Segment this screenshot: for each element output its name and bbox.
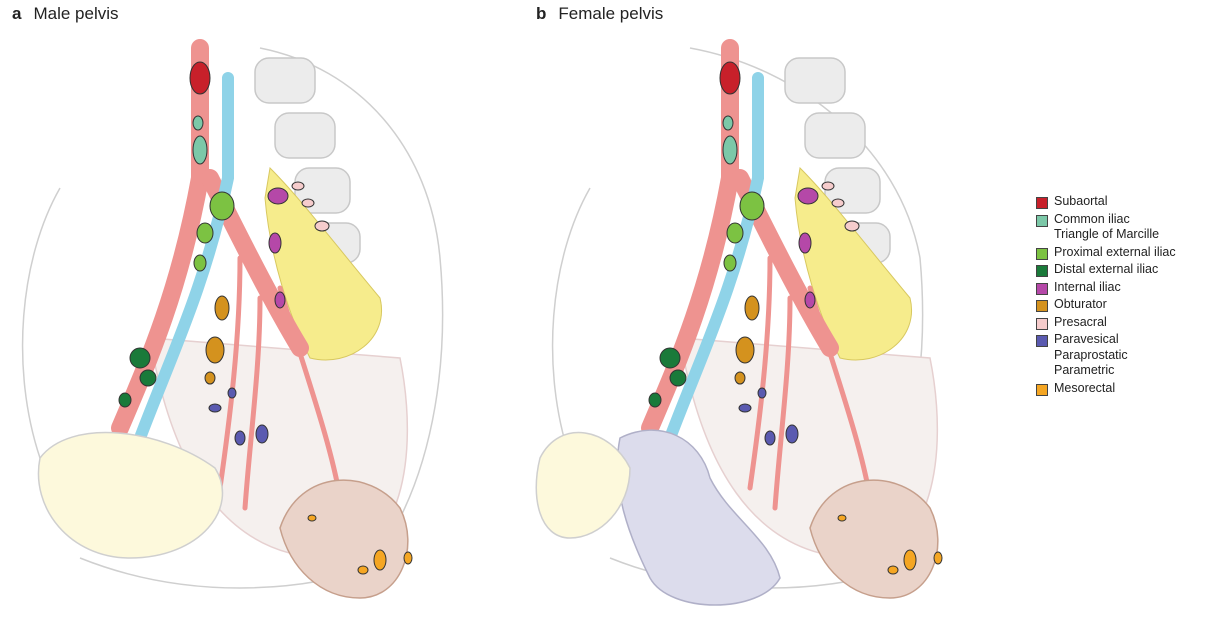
- legend-swatch: [1036, 215, 1048, 227]
- legend-label: Internal iliac: [1054, 280, 1121, 296]
- panel-b-letter: b: [536, 4, 546, 23]
- legend-item-proximal-external-iliac: Proximal external iliac: [1036, 245, 1219, 261]
- legend-item-distal-external-iliac: Distal external iliac: [1036, 262, 1219, 278]
- legend-line: Paraprostatic: [1054, 348, 1128, 364]
- panel-b-heading: b Female pelvis: [536, 4, 663, 24]
- bladder: [536, 433, 630, 538]
- legend-line: Internal iliac: [1054, 280, 1121, 296]
- panel-a-heading: a Male pelvis: [12, 4, 119, 24]
- legend-swatch: [1036, 335, 1048, 347]
- legend-swatch: [1036, 197, 1048, 209]
- legend-swatch: [1036, 318, 1048, 330]
- legend-label: Proximal external iliac: [1054, 245, 1176, 261]
- legend-line: Triangle of Marcille: [1054, 227, 1159, 243]
- legend-line: Paravesical: [1054, 332, 1128, 348]
- panel-a-title: Male pelvis: [33, 4, 118, 23]
- legend-swatch: [1036, 384, 1048, 396]
- panel-a-letter: a: [12, 4, 21, 23]
- legend-label: Distal external iliac: [1054, 262, 1158, 278]
- legend-label: Presacral: [1054, 315, 1107, 331]
- legend-swatch: [1036, 283, 1048, 295]
- male-pelvis-illustration: [0, 38, 460, 614]
- legend-line: Obturator: [1054, 297, 1107, 313]
- panel-b-title: Female pelvis: [558, 4, 663, 23]
- female-pelvis-illustration: [530, 38, 990, 614]
- legend-label: Obturator: [1054, 297, 1107, 313]
- legend-swatch: [1036, 265, 1048, 277]
- legend-line: Proximal external iliac: [1054, 245, 1176, 261]
- legend-label: Mesorectal: [1054, 381, 1115, 397]
- legend-item-presacral: Presacral: [1036, 315, 1219, 331]
- legend-item-obturator: Obturator: [1036, 297, 1219, 313]
- legend-line: Common iliac: [1054, 212, 1159, 228]
- legend-line: Parametric: [1054, 363, 1128, 379]
- legend-line: Distal external iliac: [1054, 262, 1158, 278]
- legend-item-mesorectal: Mesorectal: [1036, 381, 1219, 397]
- legend-swatch: [1036, 248, 1048, 260]
- legend-line: Presacral: [1054, 315, 1107, 331]
- legend-item-internal-iliac: Internal iliac: [1036, 280, 1219, 296]
- legend-label: Subaortal: [1054, 194, 1108, 210]
- rectum: [280, 480, 408, 598]
- legend-line: Mesorectal: [1054, 381, 1115, 397]
- legend-item-subaortal: Subaortal: [1036, 194, 1219, 210]
- legend-swatch: [1036, 300, 1048, 312]
- rectum: [810, 480, 938, 598]
- legend-line: Subaortal: [1054, 194, 1108, 210]
